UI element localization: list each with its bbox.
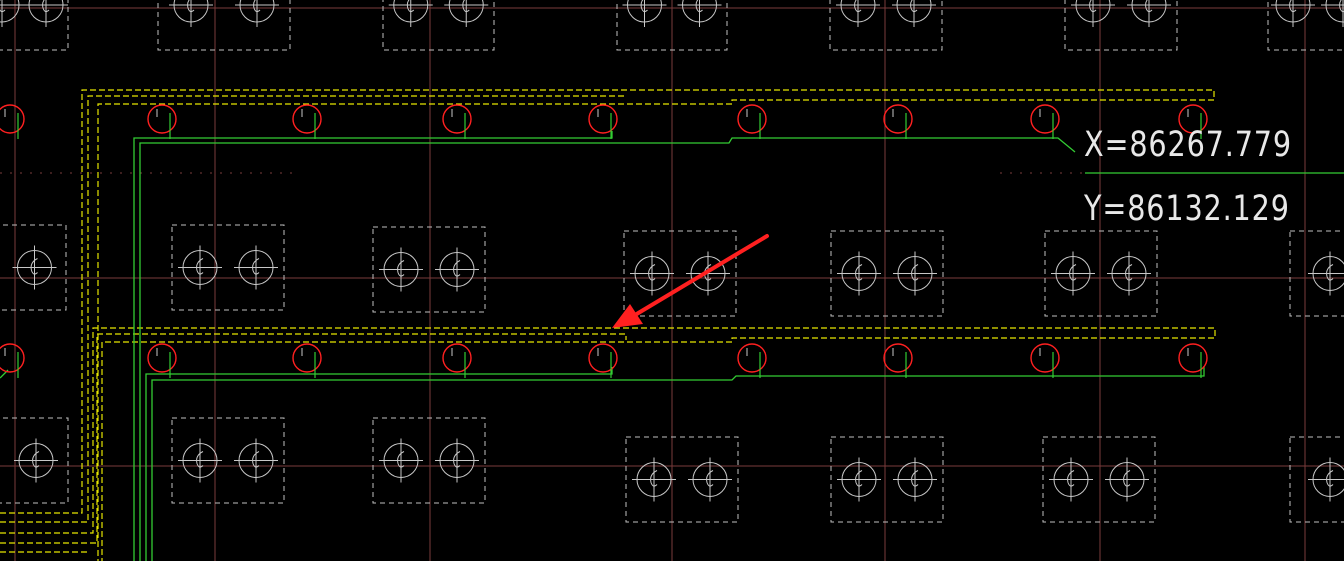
pile-marker-icon bbox=[1178, 104, 1208, 139]
pile-marker-icon bbox=[1107, 251, 1151, 296]
pile-cap-outline bbox=[616, 0, 728, 51]
beam-outline-mid-inner bbox=[0, 333, 627, 544]
pile-marker-icon bbox=[178, 438, 222, 483]
pile-marker-icon bbox=[630, 251, 674, 296]
pile-marker-icon bbox=[234, 438, 278, 483]
pile-cap-outline bbox=[829, 0, 943, 51]
pile-cap-outline bbox=[382, 0, 495, 51]
pile-marker-icon bbox=[178, 245, 222, 290]
beam-outline-mid bbox=[0, 327, 1216, 561]
pile-marker-icon bbox=[1308, 457, 1344, 502]
pile-cap-outline bbox=[623, 230, 737, 317]
pile-marker-icon bbox=[632, 457, 676, 502]
pile-marker-icon bbox=[1030, 104, 1060, 139]
pile-marker-icon bbox=[147, 104, 177, 139]
pile-marker-icon bbox=[1271, 0, 1315, 27]
pile-cap-outline bbox=[1064, 0, 1178, 51]
rebar-line-mid bbox=[145, 367, 613, 561]
pile-cap-outline bbox=[830, 230, 944, 317]
rebar-line-top bbox=[133, 131, 613, 561]
pile-marker-icon bbox=[883, 343, 913, 378]
pile-cap-outline bbox=[171, 224, 285, 311]
pile-marker-icon bbox=[1178, 343, 1208, 378]
pile-marker-icon bbox=[0, 343, 25, 378]
pile-marker-icon bbox=[292, 104, 322, 139]
pile-cap-outline bbox=[157, 0, 291, 51]
pile-cap-outline bbox=[1044, 230, 1158, 317]
rebar-line-top bbox=[139, 137, 1076, 561]
pile-marker-icon bbox=[442, 104, 472, 139]
pile-marker-icon bbox=[12, 245, 57, 290]
beam-outline-top-inner bbox=[0, 95, 624, 523]
red-arrow-icon bbox=[612, 234, 769, 328]
pile-marker-icon bbox=[1071, 0, 1115, 27]
pile-marker-icon bbox=[435, 247, 479, 292]
pile-marker-icon bbox=[1049, 457, 1093, 502]
pile-marker-icon bbox=[292, 343, 322, 378]
pile-cap-layer bbox=[0, 0, 1344, 523]
pile-marker-icon bbox=[0, 0, 24, 27]
pile-marker-icon bbox=[836, 0, 880, 27]
pile-marker-icon bbox=[147, 343, 177, 378]
pile-marker-icon bbox=[588, 343, 618, 378]
pile-marker-icon bbox=[1127, 0, 1171, 27]
x-coordinate-readout: X=86267.779 bbox=[1084, 125, 1292, 165]
pile-marker-icon bbox=[883, 104, 913, 139]
pile-marker-layer bbox=[0, 104, 1208, 378]
pile-cap-outline bbox=[0, 224, 67, 311]
green-rebar-line-layer bbox=[0, 131, 1344, 561]
pile-marker-icon bbox=[893, 457, 937, 502]
pile-marker-icon bbox=[234, 245, 278, 290]
pile-marker-icon bbox=[169, 0, 213, 27]
pile-marker-icon bbox=[893, 251, 937, 296]
pile-cap-outline bbox=[372, 226, 486, 313]
pile-marker-icon bbox=[688, 457, 732, 502]
pile-marker-icon bbox=[1308, 251, 1344, 296]
pile-marker-icon bbox=[235, 0, 279, 27]
pile-cap-outline bbox=[1289, 436, 1344, 523]
pile-marker-icon bbox=[379, 247, 423, 292]
pile-marker-icon bbox=[677, 0, 722, 27]
pile-marker-icon bbox=[1321, 0, 1344, 27]
beam-outline-top bbox=[0, 89, 1215, 561]
pile-marker-icon bbox=[0, 104, 25, 139]
pile-marker-icon bbox=[1030, 343, 1060, 378]
pile-marker-icon bbox=[24, 0, 68, 27]
pile-marker-icon bbox=[14, 438, 58, 483]
pile-marker-icon bbox=[837, 251, 881, 296]
pile-marker-icon bbox=[588, 104, 618, 139]
pile-marker-icon bbox=[435, 438, 479, 483]
pile-marker-icon bbox=[379, 438, 423, 483]
yellow-beam-outline-layer bbox=[0, 89, 1216, 561]
pile-cap-outline bbox=[0, 417, 69, 504]
pile-cap-outline bbox=[1267, 0, 1344, 51]
pile-cap-outline bbox=[171, 417, 285, 504]
rebar-line-mid bbox=[151, 366, 1205, 561]
pile-marker-icon bbox=[1105, 457, 1149, 502]
pile-cap-outline bbox=[1042, 436, 1156, 523]
pile-cap-outline bbox=[625, 436, 739, 523]
pile-marker-icon bbox=[442, 343, 472, 378]
pile-marker-icon bbox=[444, 0, 489, 27]
pile-marker-icon bbox=[737, 343, 767, 378]
pile-marker-icon bbox=[388, 0, 433, 27]
pile-marker-icon bbox=[892, 0, 936, 27]
pile-cap-outline bbox=[372, 417, 486, 504]
pile-marker-icon bbox=[737, 104, 767, 139]
pile-marker-icon bbox=[622, 0, 667, 27]
pile-cap-outline bbox=[1289, 230, 1344, 317]
y-coordinate-readout: Y=86132.129 bbox=[1084, 189, 1290, 229]
pile-marker-icon bbox=[1051, 251, 1095, 296]
pile-cap-outline bbox=[830, 436, 944, 523]
pile-marker-icon bbox=[837, 457, 881, 502]
